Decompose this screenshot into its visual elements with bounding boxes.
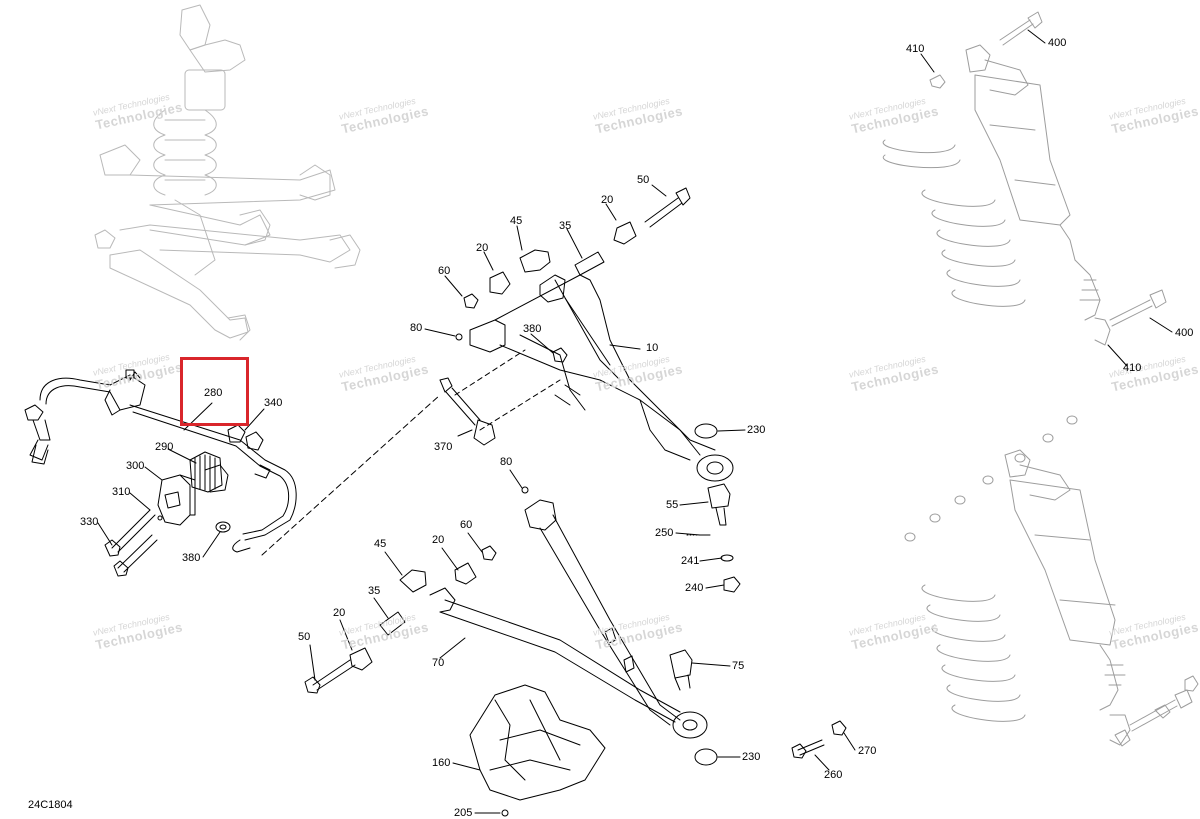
callout-55[interactable]: 55 (666, 499, 679, 511)
context-front-assembly (95, 5, 360, 340)
callout-10[interactable]: 10 (646, 342, 659, 354)
callout-20[interactable]: 20 (333, 607, 346, 619)
callout-75[interactable]: 75 (732, 660, 745, 672)
lower-a-arm (305, 487, 846, 816)
callout-340[interactable]: 340 (264, 397, 283, 409)
callout-370[interactable]: 370 (434, 441, 453, 453)
callout-300[interactable]: 300 (126, 460, 145, 472)
callout-20[interactable]: 20 (601, 194, 614, 206)
callout-380[interactable]: 380 (523, 323, 542, 335)
callout-380[interactable]: 380 (182, 552, 201, 564)
callout-310[interactable]: 310 (112, 486, 131, 498)
highlight-box (180, 357, 249, 426)
callout-250[interactable]: 250 (655, 527, 674, 539)
shock-lower-right (905, 416, 1198, 746)
callout-230[interactable]: 230 (742, 751, 761, 763)
leader-lines (98, 30, 1172, 813)
callout-80[interactable]: 80 (500, 456, 513, 468)
document-code: 24C1804 (28, 799, 73, 811)
callout-60[interactable]: 60 (460, 519, 473, 531)
callout-35[interactable]: 35 (559, 220, 572, 232)
callout-270[interactable]: 270 (858, 745, 877, 757)
callout-45[interactable]: 45 (510, 215, 523, 227)
callout-80[interactable]: 80 (410, 322, 423, 334)
sway-bar-assembly (25, 370, 440, 576)
callout-241[interactable]: 241 (681, 555, 700, 567)
callout-50[interactable]: 50 (637, 174, 650, 186)
callout-230[interactable]: 230 (747, 424, 766, 436)
callout-20[interactable]: 20 (476, 242, 489, 254)
callout-160[interactable]: 160 (432, 757, 451, 769)
callout-70[interactable]: 70 (432, 657, 445, 669)
callout-20[interactable]: 20 (432, 534, 445, 546)
callout-60[interactable]: 60 (438, 265, 451, 277)
shock-upper-right (883, 12, 1166, 345)
callout-400[interactable]: 400 (1048, 37, 1067, 49)
callout-35[interactable]: 35 (368, 585, 381, 597)
callout-400[interactable]: 400 (1175, 327, 1194, 339)
callout-410[interactable]: 410 (906, 43, 925, 55)
callout-330[interactable]: 330 (80, 516, 99, 528)
callout-205[interactable]: 205 (454, 807, 473, 819)
callout-410[interactable]: 410 (1123, 362, 1142, 374)
callout-50[interactable]: 50 (298, 631, 311, 643)
callout-290[interactable]: 290 (155, 441, 174, 453)
callout-45[interactable]: 45 (374, 538, 387, 550)
callout-240[interactable]: 240 (685, 582, 704, 594)
callout-280[interactable]: 280 (204, 387, 223, 399)
callout-260[interactable]: 260 (824, 769, 843, 781)
